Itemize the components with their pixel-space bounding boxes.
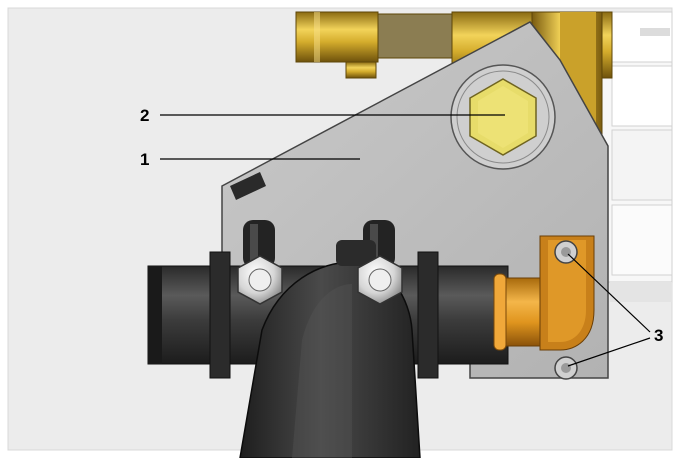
nut-left (237, 255, 283, 305)
leader-line-3b (567, 337, 651, 367)
hex-plug (450, 64, 556, 170)
leader-lines (160, 114, 651, 367)
callout-2: 2 (140, 106, 149, 125)
screw-bottom (554, 356, 578, 380)
leader-line-3a (567, 253, 651, 333)
callout-3: 3 (654, 326, 663, 345)
copper-elbow (493, 235, 595, 351)
nut-right (357, 255, 403, 305)
pump-body (239, 240, 421, 458)
plate-edge (230, 172, 266, 200)
stud-left (243, 220, 275, 268)
callout-1: 1 (140, 150, 149, 169)
